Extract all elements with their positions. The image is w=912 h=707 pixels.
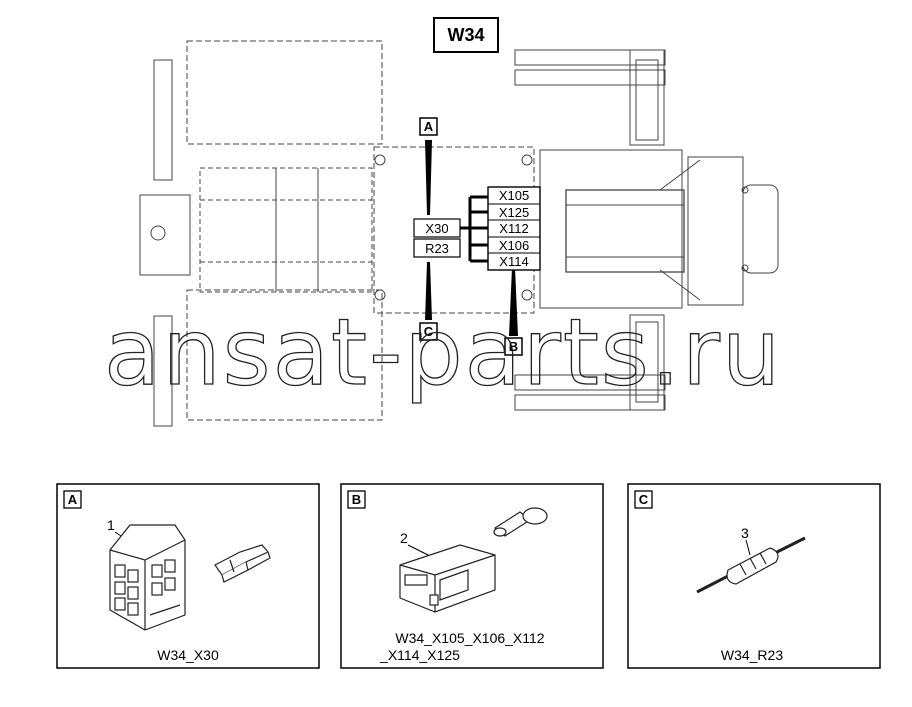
harness-title-box: W34	[433, 17, 499, 53]
connector-group-right: X105 X125 X112 X106 X114	[487, 186, 541, 271]
bullet-terminal-icon	[493, 507, 548, 537]
callout-b: B	[504, 268, 523, 356]
watermark-text: ansat-parts.ru	[104, 299, 782, 406]
callout-a-label: A	[424, 119, 434, 134]
panel-b-item-number: 2	[400, 530, 408, 546]
detail-panel-c: C 3 W34_R23	[627, 483, 881, 669]
connector-label-x30: X30	[425, 221, 448, 236]
panel-a-item-number: 1	[107, 517, 115, 533]
callout-b-label: B	[509, 339, 518, 354]
connector-label-x114: X114	[499, 254, 528, 269]
panel-c-caption: W34_R23	[721, 647, 783, 663]
panel-b-letter: B	[352, 492, 361, 507]
housing-connector-icon	[109, 524, 186, 631]
connector-label-x105: X105	[499, 188, 529, 203]
panel-b-caption-line1: W34_X105_X106_X112	[395, 630, 544, 646]
callout-c-label: C	[424, 324, 434, 339]
connector-label-x106: X106	[499, 238, 529, 253]
housing-connector-icon	[399, 544, 496, 613]
callout-a: A	[419, 117, 438, 215]
crimp-terminal-icon	[214, 544, 271, 583]
detail-panel-b: B 2 W34_X105_X106_X112 _X114_X125	[340, 483, 604, 669]
panel-a-caption: W34_X30	[157, 647, 219, 663]
connector-group-left: X30 R23	[413, 218, 461, 258]
connector-label-x112: X112	[499, 221, 528, 236]
panel-c-item-number: 3	[741, 525, 749, 541]
resistor-icon	[696, 536, 806, 594]
callout-c: C	[419, 262, 438, 341]
connector-label-r23: R23	[425, 241, 449, 256]
harness-title: W34	[447, 25, 484, 45]
panel-b-caption-line2: _X114_X125	[379, 647, 460, 663]
detail-panel-a: A 1 W34_X30	[56, 483, 320, 669]
connector-label-x125: X125	[499, 205, 529, 220]
panel-c-letter: C	[639, 492, 649, 507]
harness-wiring	[460, 195, 488, 263]
panel-a-letter: A	[68, 492, 78, 507]
